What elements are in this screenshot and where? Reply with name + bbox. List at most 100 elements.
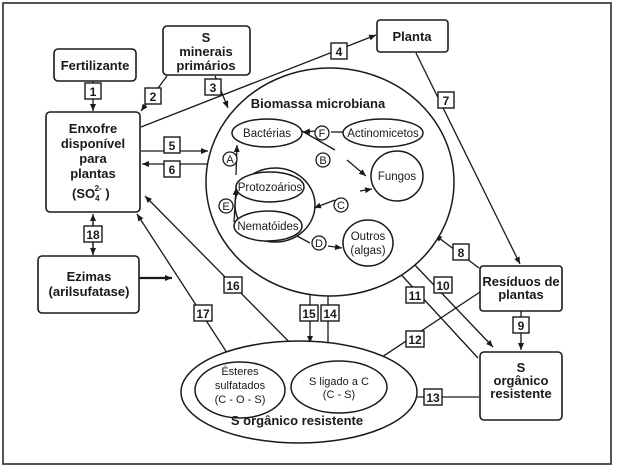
svg-text:7: 7 [443,94,450,108]
outros-line-2: (algas) [350,245,385,257]
svg-text:9: 9 [518,319,525,333]
flow-label-10: 10 [433,276,453,294]
sulfate-formula: (SO42- ) [72,184,110,203]
svg-text:12: 12 [408,333,422,347]
biomassa-title: Biomassa microbiana [251,96,386,111]
residuos-box: Resíduos de plantas [479,265,563,312]
flow-label-4: 4 [330,42,348,60]
arrow-7 [415,52,521,265]
arrow-17 [136,213,234,363]
flow-label-8: 8 [452,243,470,261]
s-ligado-line-1: S ligado a C [309,376,369,388]
flow-label-1: 1 [84,82,102,100]
fertilizante-box: Fertilizante [53,48,137,82]
planta-label: Planta [392,29,432,44]
s-ligado-line-2: (C - S) [323,389,355,401]
enxofre-line-4: plantas [70,166,116,181]
ezimas-box: Ezimas (arilsufatase) [37,255,140,314]
s-ligado-node [290,360,388,414]
link-d-outros [327,244,343,250]
nematoides-label: Nematóides [237,221,299,233]
residuos-line-2: plantas [498,287,544,302]
flow-label-15: 15 [299,304,319,322]
svg-text:11: 11 [409,289,422,303]
arrow-10 [411,261,494,348]
link-nema-d [296,235,311,244]
flow-label-12: 12 [405,330,425,348]
link-b-fungos [346,159,367,177]
enxofre-line-3: para [79,151,107,166]
flow-label-5: 5 [163,136,181,154]
letter-d: D [311,235,327,251]
biomassa-microbiana: Biomassa microbiana Bactérias Actinomice… [205,67,455,297]
letter-c: C [333,197,349,213]
flow-label-2: 2 [144,87,162,105]
flow-label-13: 13 [423,388,443,406]
s-organico-box-line-1: S [517,360,526,375]
svg-text:F: F [319,128,326,140]
outros-node [342,219,394,267]
letter-a: A [222,151,238,167]
actinomicetos-node [342,118,424,148]
enxofre-box: Enxofre disponível para plantas (SO42- ) [45,111,141,213]
svg-text:5: 5 [169,139,176,153]
flow-label-11: 11 [405,286,425,304]
fungos-node [370,150,424,202]
svg-text:15: 15 [302,307,316,321]
svg-text:13: 13 [426,391,440,405]
svg-text:C: C [337,200,345,212]
outros-line-1: Outros [351,231,386,243]
s-organico-box: S orgânico resistente [479,351,563,421]
protozoarios-node [235,171,305,203]
ezimas-line-2: (arilsufatase) [49,284,130,299]
protozoarios-label: Protozoários [238,182,303,194]
esteres-node [194,361,286,419]
fungos-label: Fungos [378,171,417,183]
flow-label-7: 7 [437,91,455,109]
diagram-frame [2,2,612,465]
fertilizante-label: Fertilizante [61,58,130,73]
actinomicetos-label: Actinomicetos [347,128,419,140]
s-minerais-line-2: minerais [179,44,232,59]
ezimas-line-1: Ezimas [67,269,112,284]
s-minerais-box: S minerais primários [162,25,251,76]
s-minerais-line-3: primários [176,58,235,73]
letter-f: F [314,125,330,141]
svg-text:B: B [319,155,326,167]
svg-text:6: 6 [169,163,176,177]
svg-text:2: 2 [150,90,157,104]
residuos-line-1: Resíduos de [482,274,559,289]
letter-b: B [315,152,331,168]
esteres-line-3: (C - O - S) [215,394,266,406]
svg-text:4: 4 [336,45,343,59]
svg-text:17: 17 [196,307,210,321]
link-c-fungos [359,187,373,194]
s-organico-pool: Ésteres sulfatados (C - O - S) S ligado … [180,340,418,444]
link-f-bacterias [302,128,316,135]
svg-text:D: D [315,238,323,250]
protozoa-nematoide-group [234,167,316,243]
svg-text:3: 3 [210,81,217,95]
enxofre-line-2: disponível [61,136,125,151]
svg-text:1: 1 [90,85,97,99]
flow-label-6: 6 [163,160,181,178]
arrow-11 [394,267,479,359]
bacterias-node [231,118,303,148]
svg-text:18: 18 [86,228,100,242]
flow-label-18: 18 [83,225,103,243]
arrow-12 [375,291,481,362]
letter-e: E [218,198,234,214]
s-organico-box-line-2: orgânico [494,373,549,388]
svg-text:A: A [226,154,234,166]
flow-label-16: 16 [223,276,243,294]
flow-label-3: 3 [204,78,222,96]
link-c-protozoa [313,199,336,209]
svg-text:10: 10 [436,279,450,293]
s-organico-pool-title: S orgânico resistente [231,413,363,428]
planta-box: Planta [376,19,449,53]
flow-label-14: 14 [320,304,340,322]
flow-label-17: 17 [193,304,213,322]
enxofre-line-1: Enxofre [69,121,117,136]
svg-text:14: 14 [323,307,337,321]
